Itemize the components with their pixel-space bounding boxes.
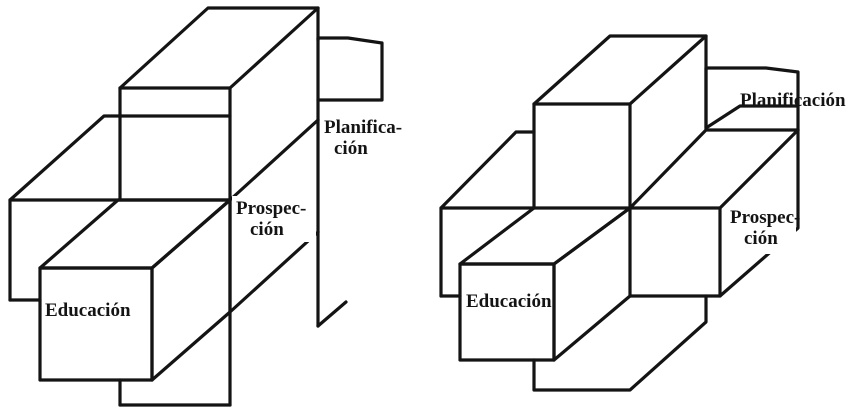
- left-prospeccion-label-line2: ción: [250, 219, 284, 240]
- right-prospeccion-label-line1: Prospec-: [730, 207, 800, 228]
- right-bottom-cube: [532, 294, 708, 392]
- right-top-cube: [532, 34, 708, 210]
- right-cube-cross-figure: Planificación Prospec- ción Educación: [439, 34, 846, 392]
- right-educacion-cube: [458, 206, 632, 362]
- left-cube-cross-figure: Planifica- ción Prospec- ción Educación: [8, 6, 404, 407]
- left-planificacion-label-line1: Planifica-: [324, 117, 402, 138]
- right-educacion-label: Educación: [466, 291, 552, 312]
- left-planificacion-block: [316, 36, 384, 328]
- right-planificacion-label: Planificación: [740, 90, 846, 111]
- left-planificacion-label-line2: ción: [334, 138, 368, 159]
- left-prospeccion-label-line1: Prospec-: [236, 198, 306, 219]
- left-educacion-cube: [38, 198, 232, 382]
- right-prospeccion-label-line2: ción: [744, 228, 778, 249]
- left-educacion-label: Educación: [45, 300, 131, 321]
- right-left-arm: [439, 130, 536, 298]
